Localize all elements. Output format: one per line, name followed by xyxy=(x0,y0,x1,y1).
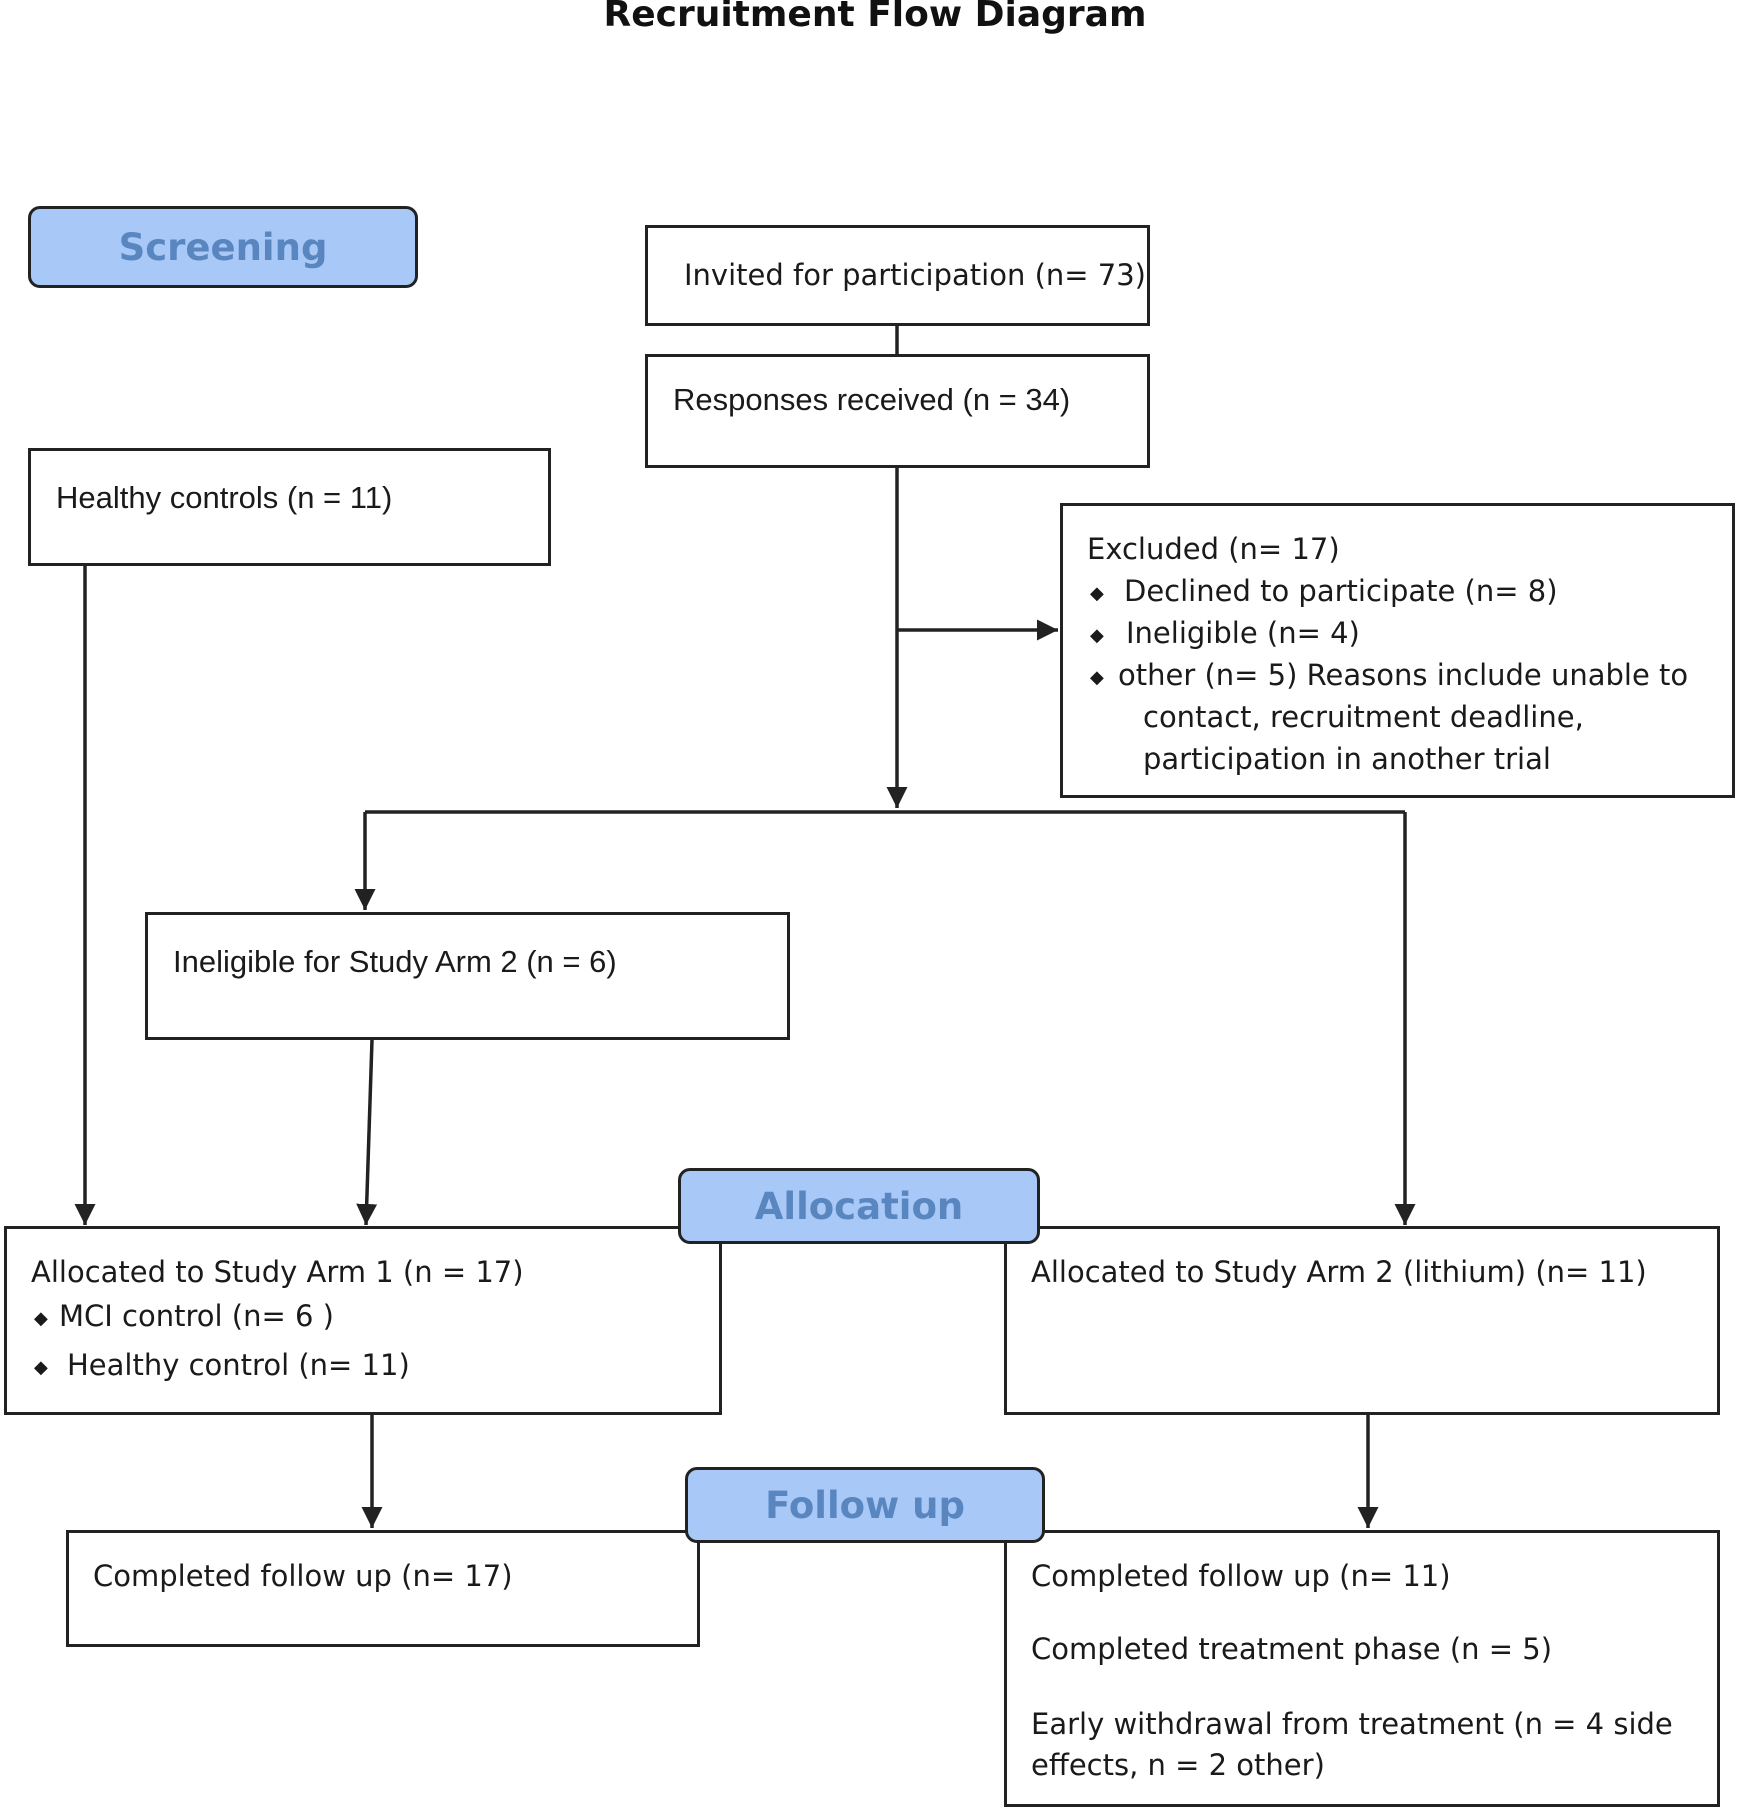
responses-label: Responses received (n = 34) xyxy=(673,382,1071,417)
stage-allocation-label: Allocation xyxy=(754,1184,964,1228)
excluded-item-other-cont-1: contact, recruitment deadline, xyxy=(1143,700,1584,734)
excluded-item-other-cont-2: participation in another trial xyxy=(1143,742,1551,776)
ineligible-arm2-box: Ineligible for Study Arm 2 (n = 6) xyxy=(145,912,790,1040)
excluded-item-other: other (n= 5) Reasons include unable to xyxy=(1118,658,1689,692)
arm1-box: Allocated to Study Arm 1 (n = 17) ◆ MCI … xyxy=(4,1226,722,1415)
stage-screening-label: Screening xyxy=(118,225,328,269)
bullet-icon: ◆ xyxy=(1090,667,1104,687)
arm2-box: Allocated to Study Arm 2 (lithium) (n= 1… xyxy=(1004,1226,1720,1415)
healthy-controls-label: Healthy controls (n = 11) xyxy=(56,480,393,515)
healthy-controls-box: Healthy controls (n = 11) xyxy=(28,448,551,566)
excluded-item-declined: Declined to participate (n= 8) xyxy=(1124,574,1558,608)
stage-follow-up: Follow up xyxy=(685,1467,1045,1543)
arrow-ineligible-to-arm1 xyxy=(356,1039,378,1226)
excluded-item-ineligible: Ineligible (n= 4) xyxy=(1126,616,1360,650)
stage-screening: Screening xyxy=(28,206,418,288)
responses-box: Responses received (n = 34) xyxy=(645,354,1150,468)
stage-allocation: Allocation xyxy=(678,1168,1040,1244)
excluded-box: Excluded (n= 17) ◆ Declined to participa… xyxy=(1060,503,1735,798)
followup-arm1-completed: Completed follow up (n= 17) xyxy=(93,1559,513,1593)
bullet-icon: ◆ xyxy=(34,1308,48,1328)
followup-arm2-withdrawal-cont: effects, n = 2 other) xyxy=(1031,1748,1325,1782)
stage-follow-up-label: Follow up xyxy=(765,1483,965,1527)
bullet-icon: ◆ xyxy=(1090,583,1104,603)
arm1-item-mci: MCI control (n= 6 ) xyxy=(59,1299,334,1333)
ineligible-arm2-label: Ineligible for Study Arm 2 (n = 6) xyxy=(173,944,617,979)
excluded-heading: Excluded (n= 17) xyxy=(1087,532,1340,566)
followup-arm2-treatment: Completed treatment phase (n = 5) xyxy=(1031,1632,1553,1666)
followup-arm2-withdrawal: Early withdrawal from treatment (n = 4 s… xyxy=(1031,1707,1673,1741)
bullet-icon: ◆ xyxy=(1090,625,1104,645)
followup-arm2-box: Completed follow up (n= 11) Completed tr… xyxy=(1004,1530,1720,1807)
invited-label: Invited for participation (n= 73) xyxy=(684,258,1146,292)
arm1-heading: Allocated to Study Arm 1 (n = 17) xyxy=(31,1255,524,1289)
bullet-icon: ◆ xyxy=(34,1357,48,1377)
invited-box: Invited for participation (n= 73) xyxy=(645,225,1150,326)
followup-arm2-completed: Completed follow up (n= 11) xyxy=(1031,1559,1451,1593)
arm2-heading: Allocated to Study Arm 2 (lithium) (n= 1… xyxy=(1031,1255,1647,1289)
followup-arm1-box: Completed follow up (n= 17) xyxy=(66,1530,700,1647)
arm1-item-healthy: Healthy control (n= 11) xyxy=(67,1348,410,1382)
page-title: Recruitment Flow Diagram xyxy=(603,0,1147,35)
